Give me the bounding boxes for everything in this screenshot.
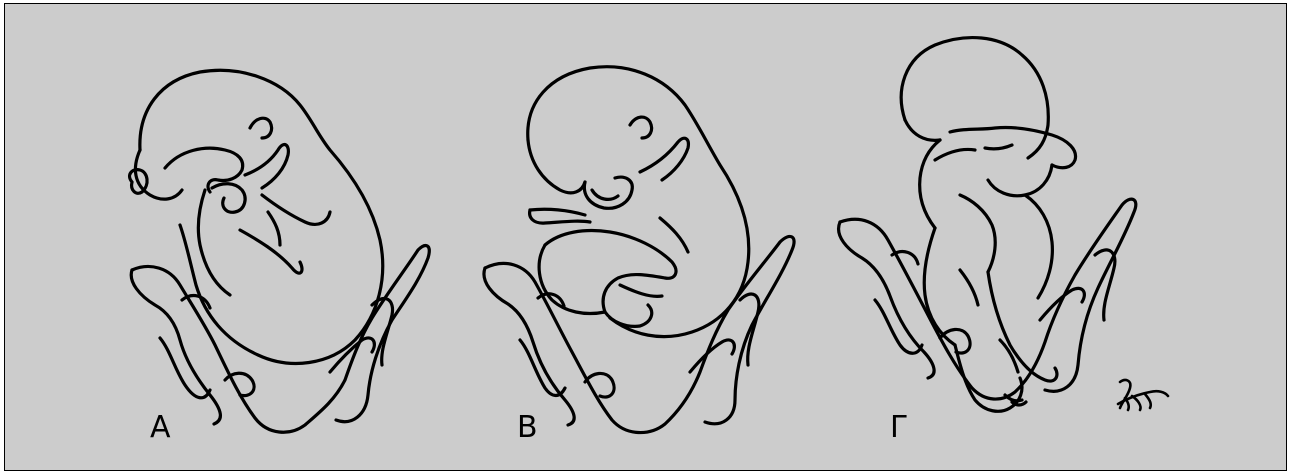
panel-a-drawing: [130, 70, 430, 432]
fetus-a: [130, 70, 383, 363]
fetus-b: [528, 67, 749, 337]
panel-label-b: В: [517, 413, 538, 443]
pelvis-g: [839, 199, 1136, 399]
artist-monogram: [1118, 380, 1168, 410]
panel-g-drawing: [839, 38, 1136, 412]
panel-label-a: А: [150, 413, 171, 443]
panel-label-g: Г: [890, 413, 908, 443]
pelvis-a: [131, 246, 429, 433]
panel-b-drawing: [484, 67, 794, 433]
